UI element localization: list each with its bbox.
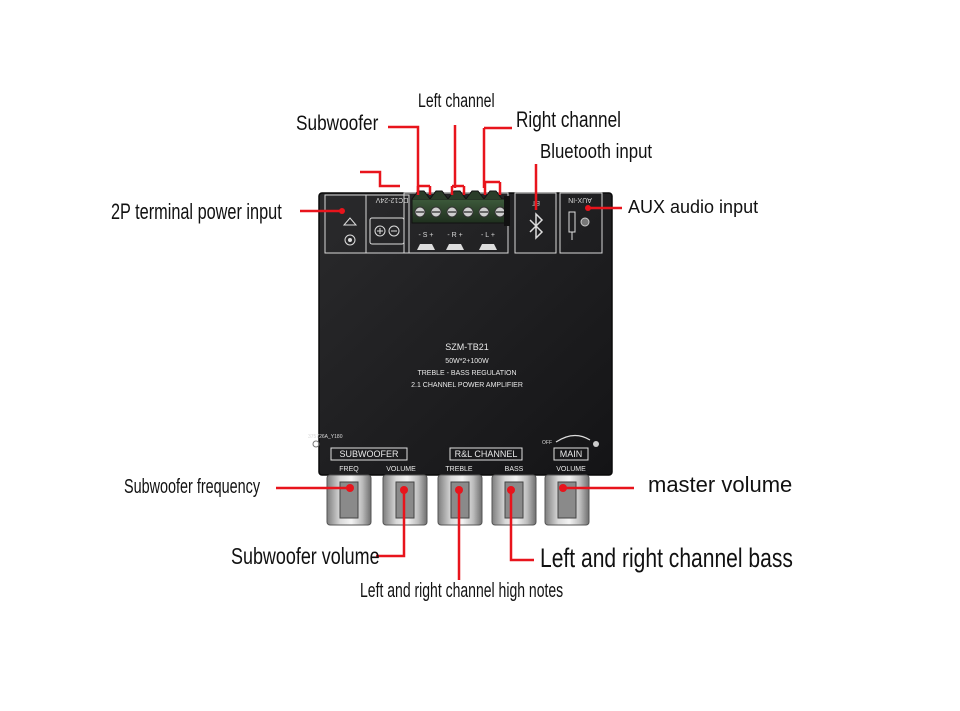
label-lr-high-notes: Left and right channel high notes (360, 580, 564, 602)
knob-treble-label: TREBLE (445, 466, 473, 473)
board-model: SZM-TB21 (445, 342, 489, 352)
label-subwoofer-volume: Subwoofer volume (231, 543, 380, 569)
board-type: 2.1 CHANNEL POWER AMPLIFIER (411, 382, 523, 389)
knob-freq-label: FREQ (339, 466, 359, 473)
knob-bass (491, 474, 537, 526)
aux-jack-area (559, 192, 603, 254)
pcb-board (318, 192, 613, 476)
knob-main-volume (544, 474, 590, 526)
speaker-mark-r: - R + (447, 232, 462, 239)
label-left-channel: Left channel (418, 91, 495, 112)
label-lr-bass: Left and right channel bass (540, 543, 793, 573)
label-bluetooth-input: Bluetooth input (540, 141, 653, 163)
knob-freq (326, 474, 372, 526)
main-volume-arc (555, 434, 591, 443)
label-subwoofer-frequency: Subwoofer frequency (124, 476, 261, 498)
callout-lines (276, 125, 634, 580)
label-subwoofer: Subwoofer (296, 112, 379, 135)
knob-group-boxes (330, 447, 589, 461)
pcb-code: 375726A_Y180 (308, 434, 343, 440)
aux-jack-label: AUX-IN (568, 196, 592, 203)
label-master-volume: master volume (648, 472, 793, 497)
callout-dots (339, 205, 591, 494)
knob-volume-label: VOLUME (386, 466, 416, 473)
label-power-input: 2P terminal power input (111, 199, 282, 224)
group-rl-channel: R&L CHANNEL (455, 449, 518, 459)
group-subwoofer: SUBWOOFER (339, 449, 399, 459)
power-jack-label: DC12-24V (375, 196, 408, 203)
speaker-mark-s: - S + (419, 232, 434, 239)
group-main: MAIN (560, 449, 583, 459)
knob-main-volume-label: VOLUME (556, 466, 586, 473)
speaker-terminal-block (403, 190, 510, 254)
label-aux-input: AUX audio input (628, 197, 759, 217)
knob-off-mark: OFF (542, 440, 552, 446)
board-power-rating: 50W*2+100W (445, 358, 489, 365)
label-right-channel: Right channel (516, 107, 621, 132)
board-feature: TREBLE - BASS REGULATION (417, 370, 516, 377)
speaker-mark-l: - L + (481, 232, 495, 239)
knob-bass-label: BASS (505, 466, 524, 473)
